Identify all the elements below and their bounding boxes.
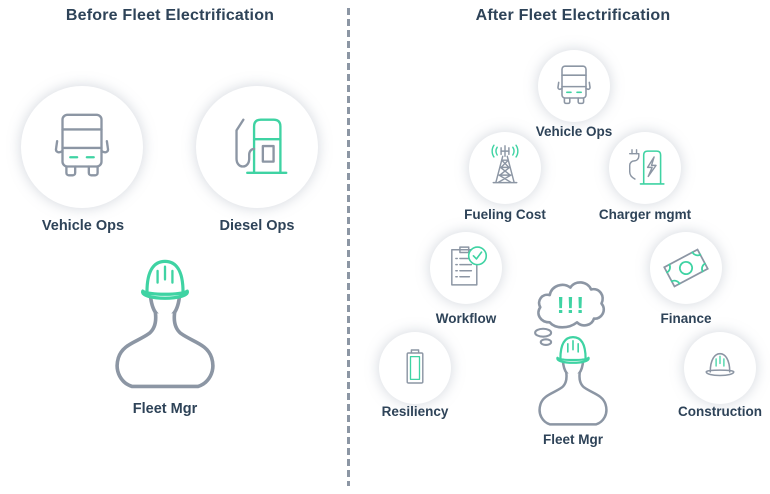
charger-mgmt-circle — [609, 132, 681, 204]
workflow-circle — [430, 232, 502, 304]
worker-hard-hat-icon — [115, 259, 215, 389]
workflow-label: Workflow — [435, 311, 497, 326]
construction-circle — [684, 332, 756, 404]
bus-icon — [557, 65, 591, 105]
transmission-tower-icon — [491, 144, 519, 184]
charger-mgmt-label: Charger mgmt — [598, 207, 692, 222]
finance-label: Finance — [660, 311, 712, 326]
fueling-cost-circle — [469, 132, 541, 204]
thought-cloud-icon: !!! — [534, 281, 606, 346]
ev-charger-icon — [629, 149, 665, 185]
panel-divider — [347, 8, 350, 486]
resiliency-circle — [379, 332, 451, 404]
after-fleet-mgr-label: Fleet Mgr — [542, 432, 604, 447]
battery-icon — [406, 349, 424, 384]
before-vehicle-ops-label: Vehicle Ops — [41, 218, 125, 234]
construction-label: Construction — [678, 404, 762, 419]
finance-circle — [650, 232, 722, 304]
before-vehicle-ops-circle — [21, 86, 143, 208]
before-fleet-mgr-label: Fleet Mgr — [132, 401, 198, 417]
worker-hard-hat-icon — [538, 335, 608, 426]
before-diesel-ops-circle — [196, 86, 318, 208]
thought-bubble-large — [534, 327, 553, 338]
banknote-icon — [663, 248, 709, 288]
after-vehicle-ops-label: Vehicle Ops — [535, 124, 613, 139]
after-title: After Fleet Electrification — [475, 7, 671, 24]
resiliency-label: Resiliency — [381, 404, 449, 419]
thought-exclamations: !!! — [557, 292, 586, 318]
bus-icon — [54, 113, 110, 177]
before-diesel-ops-label: Diesel Ops — [219, 218, 295, 234]
clipboard-check-icon — [451, 246, 488, 286]
after-vehicle-ops-circle — [538, 50, 610, 122]
fuel-pump-icon — [235, 118, 288, 175]
thought-bubble-small — [539, 338, 553, 346]
hard-hat-icon — [705, 352, 735, 377]
fueling-cost-label: Fueling Cost — [464, 207, 546, 222]
before-title: Before Fleet Electrification — [65, 7, 275, 24]
